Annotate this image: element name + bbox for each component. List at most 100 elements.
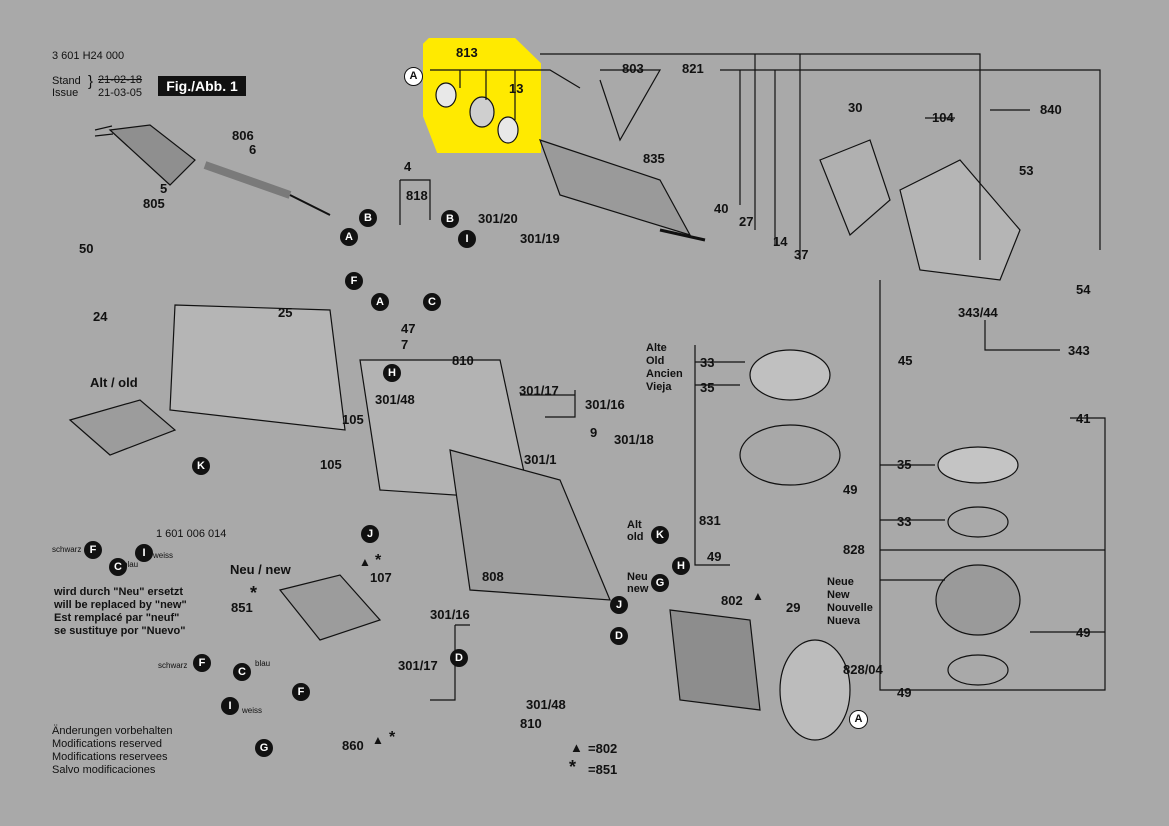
part-840: 840 (1040, 102, 1062, 117)
connector-c-switch: C (423, 293, 441, 311)
replaced-note-1: wird durch "Neu" ersetzt (54, 586, 184, 598)
part-301-16-top: 301/16 (585, 397, 625, 412)
connector-g-new: G (255, 739, 273, 757)
connector-i-old: I (135, 544, 153, 562)
flange-831 (739, 424, 841, 486)
connector-k-right: K (651, 526, 669, 544)
motor-housing-25 (169, 304, 346, 431)
part-37: 37 (794, 247, 809, 262)
part-30: 30 (848, 100, 863, 115)
replaced-note-3: Est remplacé par "neuf" (54, 612, 180, 624)
part-806: 806 (232, 128, 254, 143)
brace: } (88, 73, 94, 90)
alt-small-2: old (627, 531, 644, 543)
part-5: 5 (160, 181, 168, 196)
part-9: 9 (590, 425, 598, 440)
neue-block-1: Neue (827, 576, 854, 588)
modifications-note-3: Modifications reservees (52, 751, 168, 763)
neu-new-title: Neu / new (230, 562, 291, 577)
part-27: 27 (739, 214, 754, 229)
legend-triangle-802: =802 (588, 741, 618, 756)
connector-a-fan: A (849, 710, 868, 729)
power-plug (108, 124, 196, 186)
leader-813 (430, 69, 581, 120)
part-49-a: 49 (843, 482, 858, 497)
marker-802-triangle: ▲ (752, 589, 764, 603)
part-301-1: 301/1 (524, 452, 557, 467)
wire-schwarz-new: schwarz (158, 661, 188, 670)
part-301-48-bottom: 301/48 (526, 697, 566, 712)
leader-right-frame (879, 280, 1106, 691)
connector-k-old: K (192, 457, 210, 475)
connector-g-right: G (651, 574, 669, 592)
modifications-note-1: Änderungen vorbehalten (52, 725, 173, 737)
part-301-17-bottom: 301/17 (398, 658, 438, 673)
modifications-note-2: Modifications reserved (52, 738, 163, 750)
connector-a-top: A (404, 67, 423, 86)
wire-weiss-old: weiss (153, 551, 174, 560)
gasket-35 (937, 446, 1019, 484)
part-49-c: 49 (1076, 625, 1091, 640)
part-14: 14 (773, 234, 788, 249)
leader-301-16 (520, 390, 576, 418)
connector-a-switch: A (371, 293, 389, 311)
connector-d-right: D (610, 627, 628, 645)
part-835: 835 (643, 151, 665, 166)
oring-828-04 (947, 654, 1009, 686)
marker-107-triangle: ▲ (359, 555, 371, 569)
switch-new (278, 574, 382, 641)
part-53: 53 (1019, 163, 1034, 178)
marker-107-star: * (375, 552, 382, 569)
part-1601006014: 1 601 006 014 (156, 528, 227, 540)
part-49-b: 49 (707, 549, 722, 564)
armature-shaft (659, 228, 706, 242)
bearing-13 (497, 116, 519, 144)
connector-h-right: H (672, 557, 690, 575)
part-4: 4 (404, 159, 412, 174)
connector-f-old: F (84, 541, 102, 559)
connector-h-handle: H (383, 364, 401, 382)
connector-d-bottom: D (450, 649, 468, 667)
connector-b-switch: B (441, 210, 459, 228)
neue-block-4: Nueva (827, 615, 861, 627)
part-25: 25 (278, 305, 293, 320)
connector-f-new: F (193, 654, 211, 672)
wire-blau-new: blau (255, 659, 271, 668)
part-33-top: 33 (700, 355, 715, 370)
cord-sleeve (203, 161, 292, 199)
alt-small-1: Alt (627, 519, 642, 531)
connector-i-switch: I (458, 230, 476, 248)
housing-301-1 (449, 449, 611, 601)
legend-star-851: =851 (588, 762, 618, 777)
part-301-48-top: 301/48 (375, 392, 415, 407)
part-45: 45 (898, 353, 913, 368)
switch-old (68, 399, 177, 456)
wire-blau-old: blau (123, 560, 139, 569)
gear-828 (935, 564, 1021, 636)
part-54: 54 (1076, 282, 1091, 297)
bearing-ring (469, 96, 495, 128)
leader-803 (599, 69, 662, 142)
leader-4 (399, 179, 431, 225)
part-6: 6 (249, 142, 257, 157)
date-struck: 21-02-18 (98, 74, 143, 86)
part-851: 851 (231, 600, 253, 615)
part-40: 40 (714, 201, 729, 216)
part-47: 47 (401, 321, 416, 336)
part-301-20: 301/20 (478, 211, 518, 226)
gear-housing (899, 159, 1021, 281)
neu-small-1: Neu (627, 571, 648, 583)
leader-right-ticks (880, 464, 1105, 633)
oring-33 (947, 506, 1009, 538)
part-810-bottom: 810 (520, 716, 542, 731)
gasket-33 (749, 349, 831, 401)
neue-block-2: New (827, 589, 850, 601)
part-813: 813 (456, 45, 478, 60)
part-107: 107 (370, 570, 392, 585)
wire-weiss-new: weiss (242, 706, 263, 715)
doc-number: 3 601 H24 000 (52, 50, 125, 62)
marker-860-star: * (389, 729, 396, 746)
stand-label: Stand (52, 75, 81, 87)
legend-triangle-symbol: ▲ (570, 740, 583, 755)
part-301-19: 301/19 (520, 231, 560, 246)
